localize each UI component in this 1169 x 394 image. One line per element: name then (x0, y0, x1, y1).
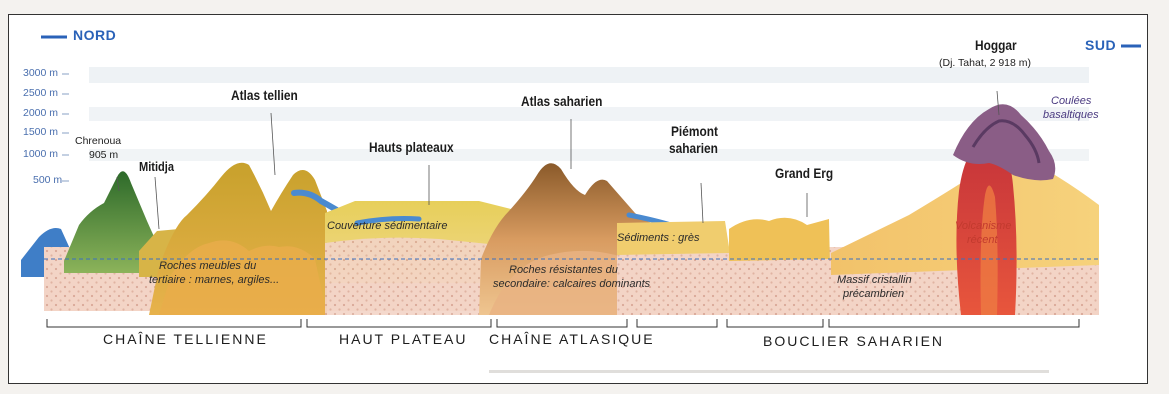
south-label: SUD (1085, 37, 1116, 53)
tertiary-rocks-line2: tertiaire : marnes, argiles... (149, 273, 279, 287)
region-bouclier-saharien: BOUCLIER SAHARIEN (763, 333, 944, 349)
sediments-label: Sédiments : grès (617, 231, 700, 245)
region-chaine-tellienne: CHAÎNE TELLIENNE (103, 331, 268, 347)
geological-cross-section (9, 15, 1149, 385)
sedimentary-cover-label: Couverture sédimentaire (327, 219, 447, 233)
crystalline-massif-line2: précambrien (843, 287, 904, 301)
north-label: NORD (73, 27, 116, 43)
altitude-label: 3000 m (23, 67, 58, 79)
piemont-label-line1: Piémont (671, 123, 718, 139)
basalt-flows-line2: basaltiques (1043, 109, 1099, 122)
altitude-label: 1500 m (23, 126, 58, 138)
atlas-tellien-label: Atlas tellien (231, 87, 298, 103)
sky-band (89, 149, 1089, 161)
volcanism-line1: Volcanisme (955, 219, 1011, 233)
hauts-plateaux-label: Hauts plateaux (369, 139, 454, 155)
grand-erg-base (729, 259, 831, 315)
sky-band (89, 107, 1089, 121)
secondary-rocks-line2: secondaire: calcaires dominants (493, 277, 650, 291)
region-chaine-atlasique: CHAÎNE ATLASIQUE (489, 331, 655, 347)
atlas-saharien-label: Atlas saharien (521, 93, 602, 109)
tertiary-rocks-line1: Roches meubles du (159, 259, 256, 273)
altitude-label: 2000 m (23, 107, 58, 119)
altitude-label: 1000 m (23, 148, 58, 160)
chrenoua-altitude: 905 m (89, 149, 118, 161)
piemont-label-line2: saharien (669, 140, 718, 156)
altitude-scale (62, 74, 69, 181)
mitidja-label: Mitidja (139, 159, 174, 174)
altitude-label: 500 m (33, 174, 62, 186)
sky-band (89, 67, 1089, 83)
hoggar-summit-label: (Dj. Tahat, 2 918 m) (939, 57, 1031, 69)
diagram-frame: NORD SUD 3000 m 2500 m 2000 m 1500 m 100… (8, 14, 1148, 384)
volcanism-line2: récent (967, 233, 998, 247)
altitude-label: 2500 m (23, 87, 58, 99)
secondary-rocks-line1: Roches résistantes du (509, 263, 618, 277)
chrenoua-label: Chrenoua (75, 135, 121, 147)
basalt-flows-line1: Coulées (1051, 95, 1091, 108)
hoggar-label: Hoggar (975, 37, 1017, 53)
region-brackets (47, 319, 1079, 327)
region-haut-plateau: HAUT PLATEAU (339, 331, 468, 347)
crystalline-massif-line1: Massif cristallin (837, 273, 912, 287)
scan-smear (489, 370, 1049, 373)
grand-erg-label: Grand Erg (775, 165, 833, 181)
